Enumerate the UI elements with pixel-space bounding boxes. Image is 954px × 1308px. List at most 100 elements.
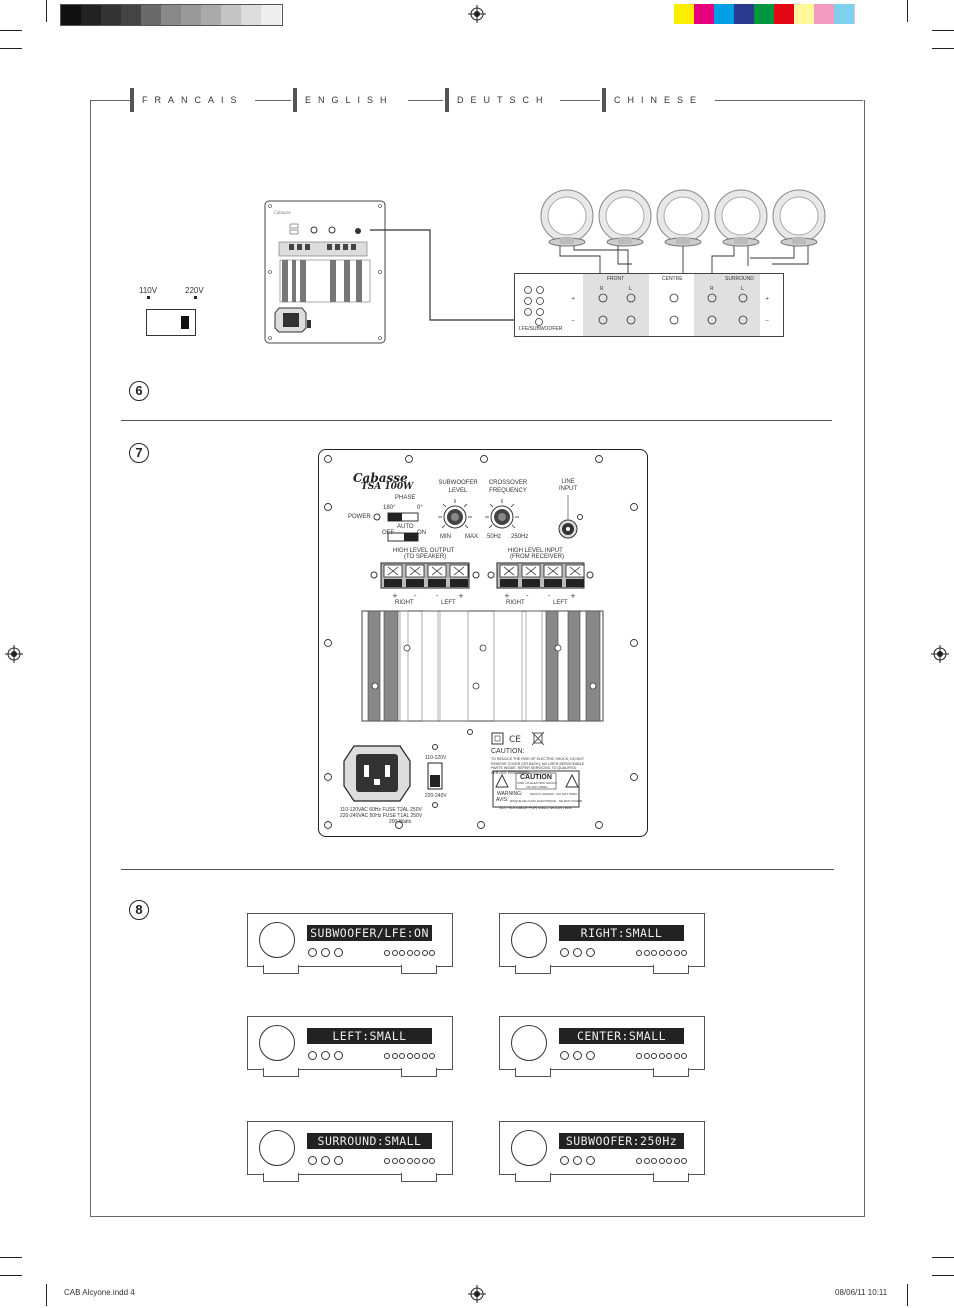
receiver-small-button[interactable] xyxy=(681,1053,687,1059)
volume-knob[interactable] xyxy=(511,1130,547,1166)
receiver-small-button[interactable] xyxy=(391,1053,398,1059)
receiver-small-button[interactable] xyxy=(391,950,398,956)
display-screen: LEFT:SMALL xyxy=(307,1028,432,1044)
receiver-button[interactable] xyxy=(573,1156,582,1165)
receiver-small-button[interactable] xyxy=(651,1158,657,1164)
receiver-button[interactable] xyxy=(560,1156,569,1165)
tab-deutsch[interactable]: DEUTSCH xyxy=(445,88,543,112)
receiver-small-button[interactable] xyxy=(666,1053,672,1059)
receiver-button[interactable] xyxy=(586,948,595,957)
speaker-icon xyxy=(540,189,594,247)
tab-label: CHINESE xyxy=(614,95,704,105)
receiver-small-button[interactable] xyxy=(681,1158,687,1164)
receiver-small-button[interactable] xyxy=(399,1053,405,1059)
receiver-small-button[interactable] xyxy=(643,950,650,956)
gray-swatch xyxy=(181,5,201,25)
volume-knob[interactable] xyxy=(259,1130,295,1166)
receiver-foot xyxy=(263,1173,299,1182)
volume-knob[interactable] xyxy=(511,1025,547,1061)
tab-english[interactable]: ENGLISH xyxy=(293,88,387,112)
receiver-button[interactable] xyxy=(321,948,330,957)
receiver-button[interactable] xyxy=(308,1156,317,1165)
receiver-button[interactable] xyxy=(321,1051,330,1060)
model-label: TSA 100W xyxy=(361,482,414,492)
receiver-small-button[interactable] xyxy=(636,1053,642,1059)
power-label: POWER xyxy=(348,514,371,520)
phase-label: PHASE xyxy=(395,495,416,501)
tab-chinese[interactable]: CHINESE xyxy=(602,88,696,112)
volume-knob[interactable] xyxy=(511,922,547,958)
receiver-small-button[interactable] xyxy=(384,1158,390,1164)
color-swatch xyxy=(794,4,814,24)
receiver-small-button[interactable] xyxy=(643,1158,650,1164)
figure-6-number: 6 xyxy=(129,381,149,401)
gray-swatch xyxy=(101,5,121,25)
receiver-button[interactable] xyxy=(334,948,343,957)
receiver-display-unit: CENTER:SMALL xyxy=(499,1016,705,1077)
receiver-small-button[interactable] xyxy=(406,1158,413,1164)
receiver-small-button[interactable] xyxy=(421,1053,428,1059)
receiver-button[interactable] xyxy=(308,948,317,957)
receiver-small-button[interactable] xyxy=(421,950,428,956)
receiver-button[interactable] xyxy=(560,1051,569,1060)
high-level-output-label: HIGH LEVEL OUTPUT xyxy=(393,548,455,554)
tab-francais[interactable]: FRANCAIS xyxy=(130,88,237,112)
receiver-foot xyxy=(401,1068,437,1077)
receiver-small-button[interactable] xyxy=(658,1053,665,1059)
line-input-label: LINE INPUT xyxy=(559,479,577,492)
receiver-small-button[interactable] xyxy=(673,1053,680,1059)
level-min-label: MIN xyxy=(440,534,451,540)
receiver-small-button[interactable] xyxy=(421,1158,428,1164)
volume-knob[interactable] xyxy=(259,1025,295,1061)
receiver-small-button[interactable] xyxy=(391,1158,398,1164)
volume-knob[interactable] xyxy=(259,922,295,958)
receiver-button[interactable] xyxy=(334,1156,343,1165)
receiver-button[interactable] xyxy=(573,1051,582,1060)
receiver-small-button[interactable] xyxy=(658,1158,665,1164)
receiver-small-button[interactable] xyxy=(681,950,687,956)
receiver-button[interactable] xyxy=(334,1051,343,1060)
receiver-small-button[interactable] xyxy=(673,950,680,956)
receiver-small-button[interactable] xyxy=(414,1053,420,1059)
phase-180-label: 180° xyxy=(383,505,396,511)
voltage-selector-switch[interactable] xyxy=(146,309,196,336)
receiver-small-button[interactable] xyxy=(651,1053,657,1059)
receiver-small-button[interactable] xyxy=(636,1158,642,1164)
receiver-small-button[interactable] xyxy=(666,1158,672,1164)
crossover-frequency-label: CROSSOVER FREQUENCY xyxy=(488,480,528,494)
receiver-small-button[interactable] xyxy=(384,1053,390,1059)
receiver-small-button[interactable] xyxy=(673,1158,680,1164)
receiver-small-button[interactable] xyxy=(414,1158,420,1164)
receiver-small-button[interactable] xyxy=(429,1158,435,1164)
receiver-small-button[interactable] xyxy=(651,950,657,956)
receiver-small-button[interactable] xyxy=(414,950,420,956)
color-swatch xyxy=(814,4,834,24)
receiver-foot xyxy=(653,1173,689,1182)
output-right-label: RIGHT xyxy=(395,600,414,606)
receiver-button[interactable] xyxy=(586,1051,595,1060)
receiver-button[interactable] xyxy=(308,1051,317,1060)
receiver-small-button[interactable] xyxy=(666,950,672,956)
receiver-display-unit: SUBWOOFER:250Hz xyxy=(499,1121,705,1182)
section-divider xyxy=(121,869,834,870)
receiver-small-button[interactable] xyxy=(429,950,435,956)
receiver-small-button[interactable] xyxy=(406,950,413,956)
receiver-small-button[interactable] xyxy=(406,1053,413,1059)
tab-label: ENGLISH xyxy=(305,95,394,105)
receiver-button[interactable] xyxy=(560,948,569,957)
crop-mark xyxy=(907,1284,908,1306)
receiver-small-button[interactable] xyxy=(429,1053,435,1059)
svg-text:-: - xyxy=(548,592,551,600)
receiver-small-button[interactable] xyxy=(643,1053,650,1059)
lfe-subwoofer-label: LFE/SUBWOOFER xyxy=(519,326,563,332)
receiver-small-button[interactable] xyxy=(399,950,405,956)
on-label: ON xyxy=(417,530,426,536)
receiver-button[interactable] xyxy=(321,1156,330,1165)
receiver-small-button[interactable] xyxy=(658,950,665,956)
receiver-small-button[interactable] xyxy=(384,950,390,956)
receiver-button[interactable] xyxy=(586,1156,595,1165)
group-surround-label: SURROUND xyxy=(725,276,754,282)
receiver-button[interactable] xyxy=(573,948,582,957)
receiver-small-button[interactable] xyxy=(636,950,642,956)
receiver-small-button[interactable] xyxy=(399,1158,405,1164)
